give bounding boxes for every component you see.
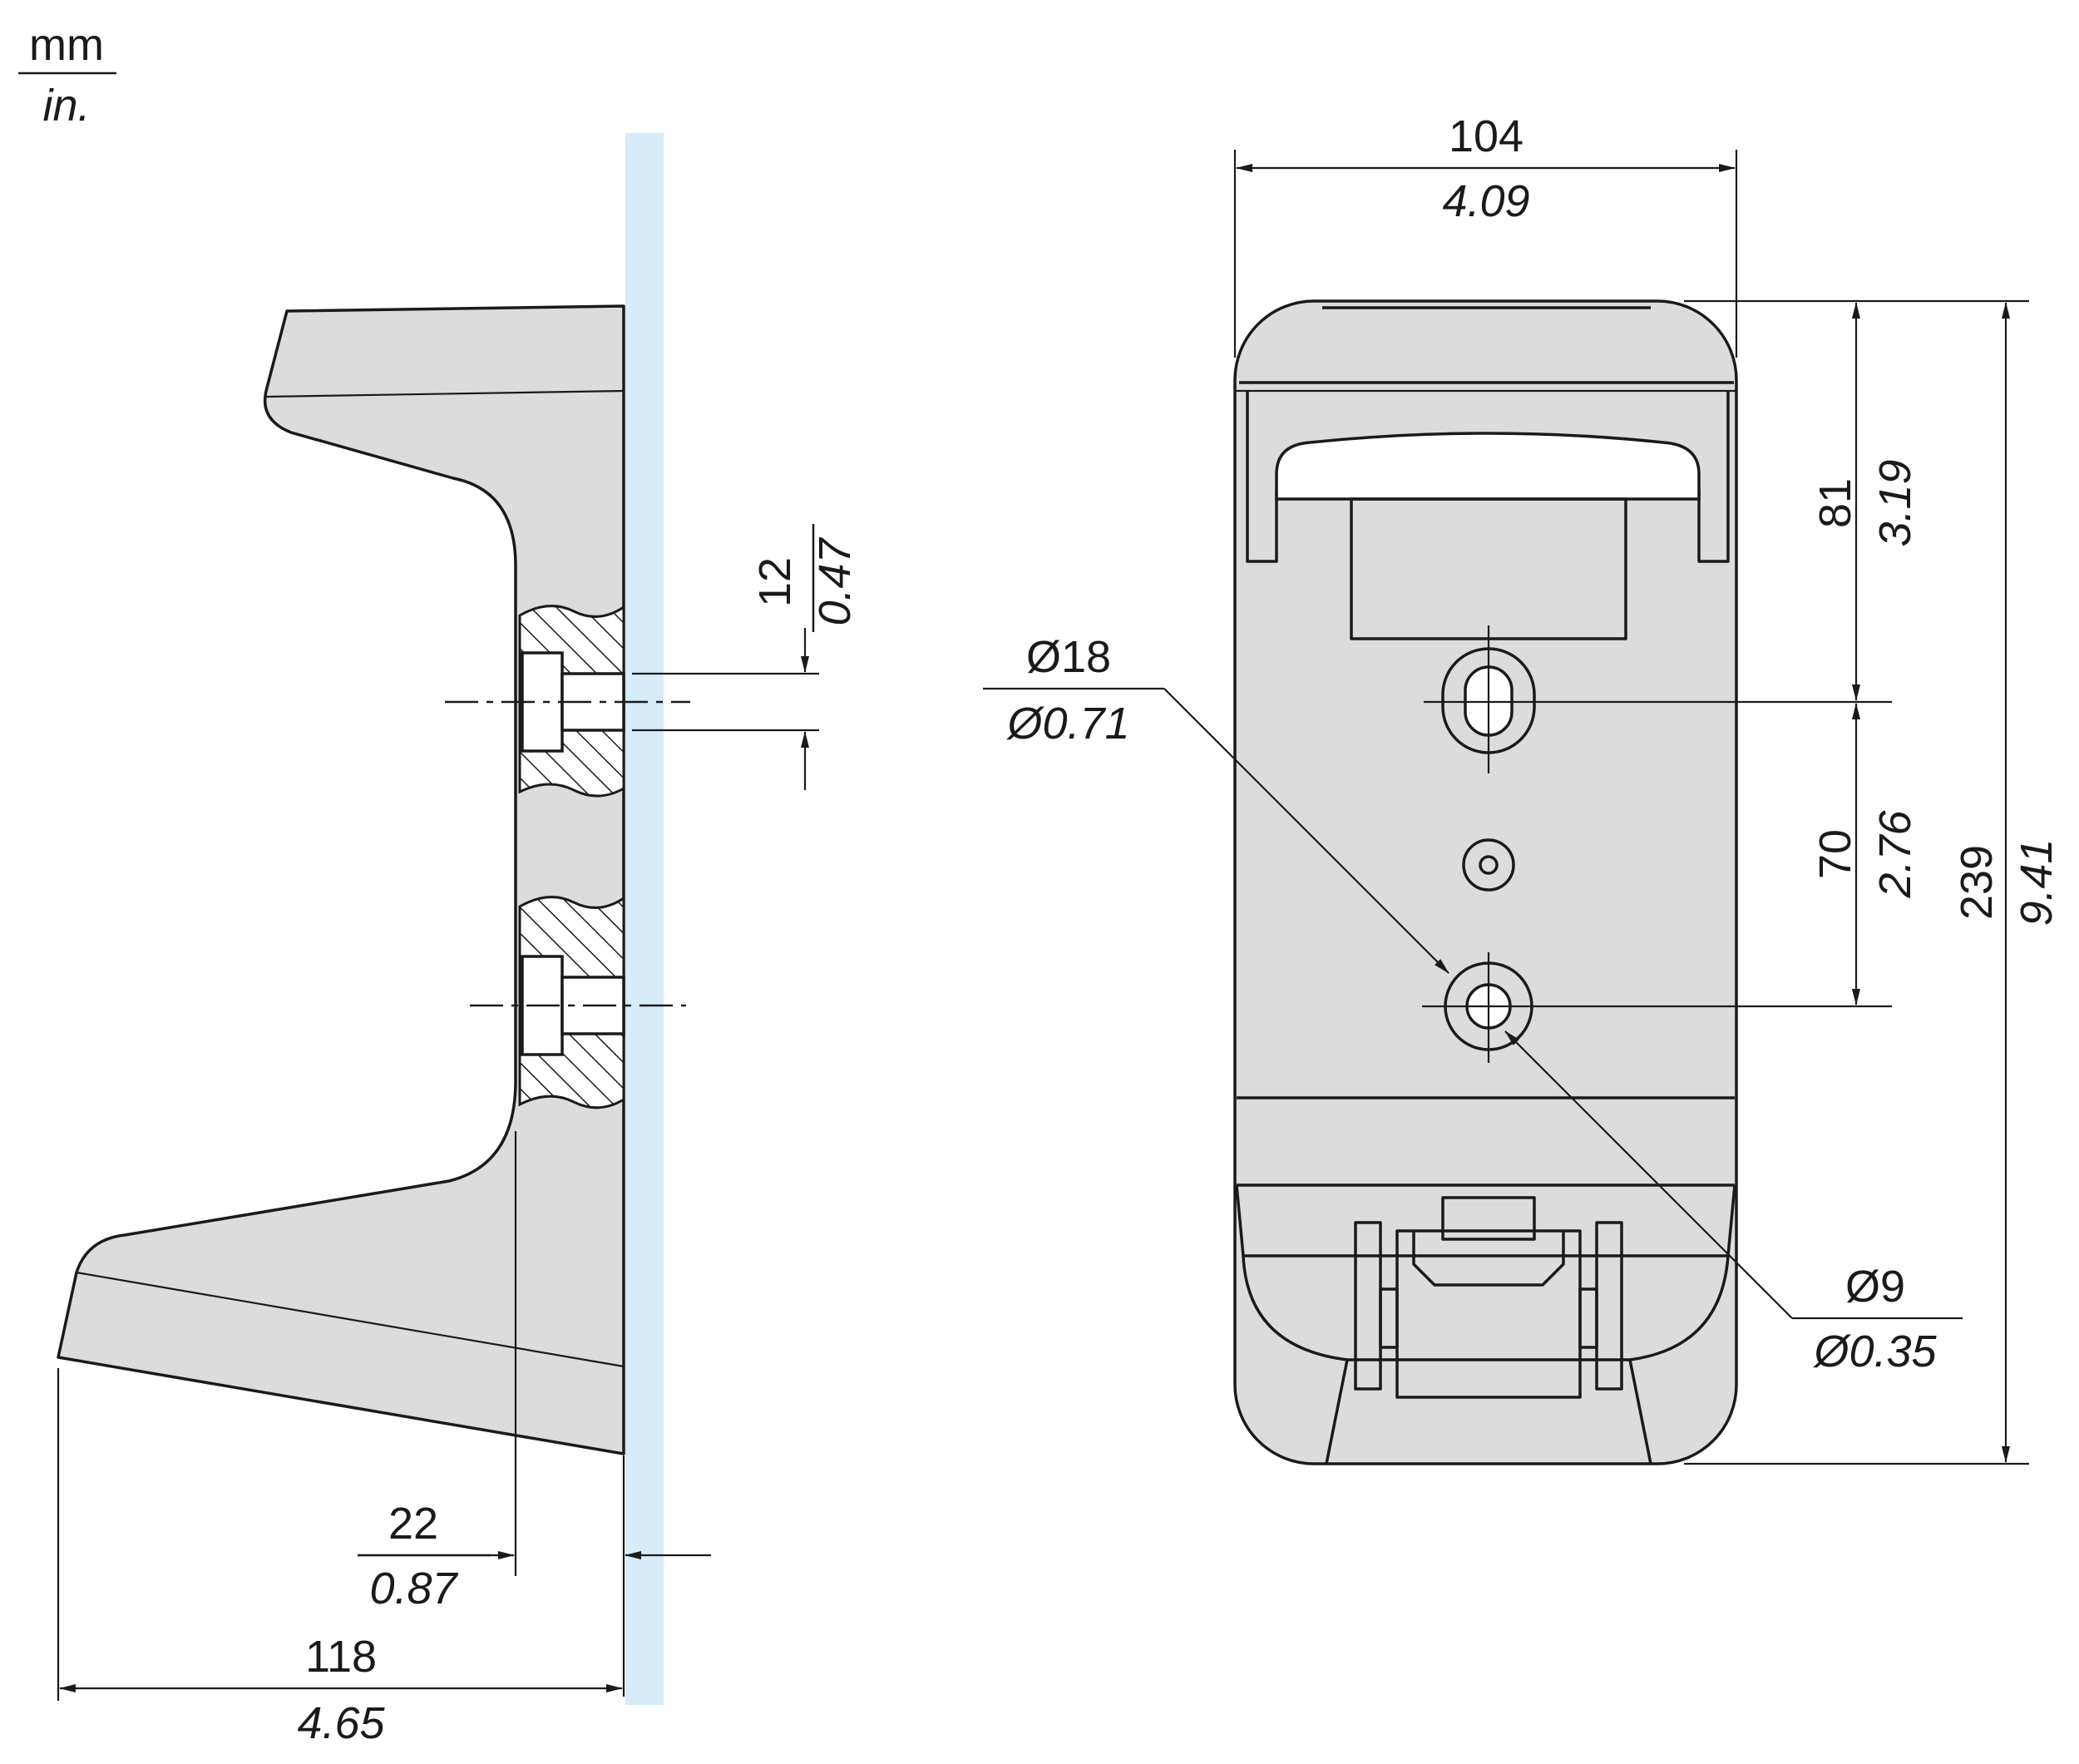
mounting-wall xyxy=(625,133,664,1705)
units-mm: mm xyxy=(29,20,104,70)
dim-depth: 118 4.65 xyxy=(57,1368,623,1748)
dim-height-mm: 239 xyxy=(1952,845,2002,920)
side-view: 12 0.47 22 0.87 118 4.65 xyxy=(57,133,860,1748)
dim-top-to-slot-mm: 81 xyxy=(1810,478,1860,528)
dim-width-in: 4.09 xyxy=(1442,176,1529,226)
dim-width-mm: 104 xyxy=(1449,111,1523,161)
callout-hole-diameter-in: Ø0.35 xyxy=(1812,1327,1937,1376)
dim-hole-spacing-mm: 12 xyxy=(750,557,800,607)
top-handle xyxy=(1275,432,1701,501)
quick-release-clip xyxy=(1354,1196,1623,1399)
dim-depth-in: 4.65 xyxy=(297,1698,385,1748)
dim-wall-offset-in: 0.87 xyxy=(369,1564,458,1613)
dim-height: 239 9.41 xyxy=(1952,302,2062,1463)
callout-slot-diameter-in: Ø0.71 xyxy=(1005,699,1129,749)
bracket-side-profile xyxy=(57,304,625,1455)
dim-top-to-slot: 81 3.19 xyxy=(1810,302,1920,701)
callout-hole-diameter-mm: Ø9 xyxy=(1845,1262,1905,1312)
callout-hole-diameter: Ø9 Ø0.35 xyxy=(1504,1030,1963,1376)
dim-slot-to-hole-mm: 70 xyxy=(1810,829,1860,879)
mounting-hole xyxy=(1422,952,1892,1063)
dim-slot-to-hole-in: 2.76 xyxy=(1870,809,1920,898)
dim-top-to-slot-in: 3.19 xyxy=(1870,459,1920,546)
front-view: 104 4.09 81 3.19 70 2.76 239 9.41 xyxy=(983,111,2062,1465)
units-in: in. xyxy=(42,81,90,131)
section-hatch-lower xyxy=(518,896,625,1109)
dim-hole-spacing: 12 0.47 xyxy=(632,524,860,790)
dim-hole-spacing-in: 0.47 xyxy=(810,536,860,625)
center-screw xyxy=(1462,838,1515,892)
dim-width: 104 4.09 xyxy=(1233,111,1738,358)
units-legend: mm in. xyxy=(18,20,116,131)
dim-depth-mm: 118 xyxy=(305,1632,377,1682)
dim-wall-offset: 22 0.87 xyxy=(358,1131,711,1697)
dim-height-in: 9.41 xyxy=(2012,838,2062,926)
dim-slot-to-hole: 70 2.76 xyxy=(1810,703,1920,1006)
callout-slot-diameter: Ø18 Ø0.71 xyxy=(983,632,1449,974)
callout-slot-diameter-mm: Ø18 xyxy=(1026,632,1111,682)
mounting-slot xyxy=(1424,625,1892,773)
bracket-front-body xyxy=(1233,299,1738,1465)
dim-wall-offset-mm: 22 xyxy=(388,1499,438,1549)
